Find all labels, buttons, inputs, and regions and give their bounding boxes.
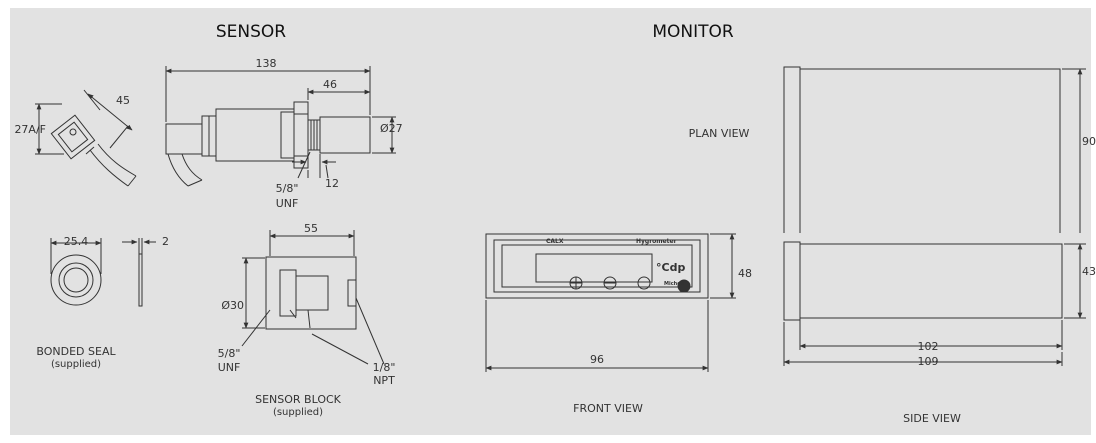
section-title-sensor: SENSOR (215, 22, 287, 42)
dim-block-d30: Ø30 (221, 299, 244, 312)
panel-brand: CALX (546, 238, 564, 245)
dim-seal-2: 2 (162, 235, 169, 248)
panel-maker: Michell (664, 281, 685, 287)
dimension-drawing (10, 8, 1091, 435)
dim-side-109: 109 (917, 355, 939, 368)
drawing-lines (35, 66, 709, 365)
caption-bonded-seal: BONDED SEAL (36, 345, 116, 358)
dim-seal-254: 25.4 (63, 235, 89, 248)
dim-hex-af: 27A/F (14, 123, 46, 136)
caption-sensor-block: SENSOR BLOCK (255, 393, 341, 406)
dim-length-12: 12 (325, 177, 339, 190)
section-title-monitor: MONITOR (652, 22, 734, 42)
sensor-block-drawing (265, 256, 357, 330)
dim-front-96: 96 (590, 353, 604, 366)
caption-bonded-seal-sub: (supplied) (50, 359, 102, 370)
caption-front-view: FRONT VIEW (573, 402, 643, 415)
dim-diameter-27: Ø27 (380, 122, 403, 135)
dim-plan-90: 90 (1082, 135, 1096, 148)
monitor-side-true (778, 233, 1091, 435)
monitor-front-true (468, 228, 758, 408)
dim-length-46: 46 (323, 78, 337, 91)
dim-npt-18: 1/8" (372, 361, 396, 374)
panel-product: Hygrometer (636, 238, 677, 245)
sensor-side-view (165, 101, 371, 187)
panel-unit: °Cdp (656, 261, 686, 274)
dim-unf-top: UNF (275, 197, 299, 210)
caption-side-view: SIDE VIEW (903, 412, 961, 425)
caption-plan-view: PLAN VIEW (688, 127, 750, 140)
dim-hex-45: 45 (116, 94, 130, 107)
side-view-shape (783, 241, 1063, 321)
dim-side-43: 43 (1082, 265, 1096, 278)
sensor-end-view (50, 114, 137, 187)
dim-front-48: 48 (738, 267, 752, 280)
dim-side-102: 102 (917, 340, 939, 353)
dim-thread-58-top: 5/8" (275, 182, 299, 195)
bonded-seal-drawing (50, 253, 143, 307)
dim-block-55: 55 (304, 222, 318, 235)
front-view-body (485, 233, 709, 299)
dim-npt: NPT (373, 374, 395, 387)
dim-thread-58-block: 5/8" (217, 347, 241, 360)
dim-unf-block: UNF (217, 361, 241, 374)
caption-sensor-block-sub: (supplied) (272, 407, 324, 418)
dim-length-138: 138 (255, 57, 277, 70)
